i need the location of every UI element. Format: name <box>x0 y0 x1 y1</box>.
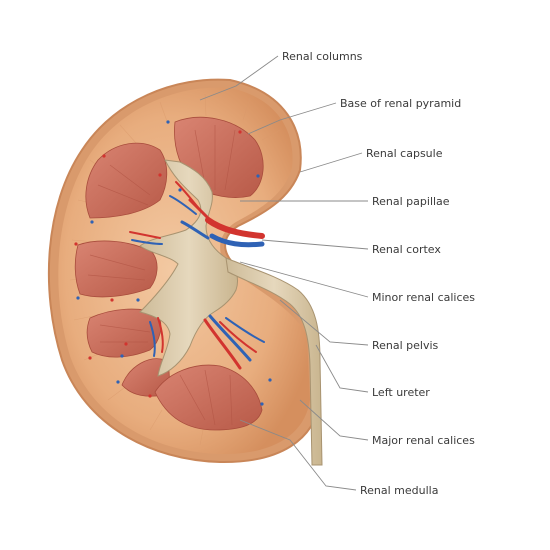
vessel-dots <box>74 120 272 406</box>
leader-major-calices <box>299 399 369 441</box>
leader-minor-calices <box>239 261 369 298</box>
label-renal-cortex: Renal cortex <box>372 243 441 256</box>
label-renal-capsule: Renal capsule <box>366 147 443 160</box>
leader-lines <box>199 55 369 491</box>
label-major-renal-calices: Major renal calices <box>372 434 475 447</box>
pyramid-striations <box>87 125 236 426</box>
label-base-of-renal-pyramid: Base of renal pyramid <box>340 97 461 110</box>
pyramid-middle-left <box>74 240 158 298</box>
labels: Renal columns Base of renal pyramid Rena… <box>282 50 475 497</box>
renal-pyramids <box>74 116 264 431</box>
vessels-upper <box>169 181 265 248</box>
leader-left-ureter <box>315 344 369 393</box>
pyramid-lower-left <box>86 308 162 358</box>
label-renal-pelvis: Renal pelvis <box>372 339 439 352</box>
leader-base-pyramid <box>247 102 337 135</box>
pyramid-bottom <box>154 364 263 431</box>
label-renal-papillae: Renal papillae <box>372 195 450 208</box>
label-minor-renal-calices: Minor renal calices <box>372 291 475 304</box>
renal-pelvis-shape <box>139 159 239 377</box>
leader-renal-pelvis <box>279 299 369 346</box>
leader-renal-medulla <box>239 419 357 491</box>
leader-renal-capsule <box>299 152 363 173</box>
vessels-lower <box>129 231 265 370</box>
label-renal-columns: Renal columns <box>282 50 363 63</box>
label-renal-medulla: Renal medulla <box>360 484 438 497</box>
ureter-shape <box>225 257 323 466</box>
leader-renal-cortex <box>261 239 369 250</box>
pyramid-upper-left <box>85 142 168 219</box>
label-left-ureter: Left ureter <box>372 386 430 399</box>
leader-renal-columns <box>199 55 279 101</box>
